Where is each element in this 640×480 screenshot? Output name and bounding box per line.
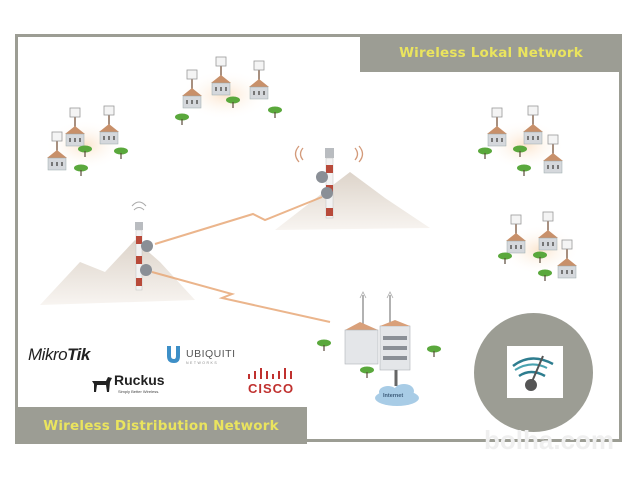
internet-cloud-icon — [375, 384, 419, 406]
tower-center — [294, 145, 364, 219]
wireless-link-upper — [154, 196, 323, 245]
tower-left — [131, 201, 153, 291]
ruckus-dog-icon — [92, 377, 112, 392]
mountain-left — [40, 240, 195, 305]
mikrotik-logo-a: Mikro — [28, 345, 68, 364]
ruckus-logo: Ruckus — [114, 372, 165, 388]
banner-title-bottom: Wireless Distribution Network — [43, 417, 279, 434]
house-cluster-top-center — [174, 56, 283, 126]
internet-label: Internet — [383, 393, 404, 399]
house-cluster-right-top — [477, 105, 565, 177]
ruckus-subtitle: Simply Better Wireless. — [118, 389, 160, 394]
watermark: bolha.com — [484, 425, 615, 455]
wifi-speed-gauge-icon — [512, 355, 554, 391]
house-cluster-right-middle — [497, 211, 580, 282]
banner-title-top: Wireless Lokal Network — [399, 45, 583, 61]
ubiquiti-subtitle: NETWORKS — [186, 361, 219, 365]
mikrotik-logo-b: Tik — [67, 345, 90, 364]
mountain-center — [275, 172, 430, 230]
cisco-bars-icon — [248, 368, 292, 379]
house-cluster-top-left — [45, 105, 129, 177]
wireless-link-lower — [151, 271, 331, 323]
ubiquiti-u-icon — [167, 346, 180, 363]
mikrotik-logo: MikroTik — [28, 345, 90, 365]
wireless-distribution-network-banner: Wireless Distribution Network — [15, 407, 307, 444]
cisco-logo: CISCO — [248, 381, 295, 396]
wireless-local-network-banner: Wireless Lokal Network — [360, 34, 622, 72]
ubiquiti-logo: UBIQUITI — [186, 348, 236, 360]
wifi-gauge-tile — [507, 346, 563, 398]
datacenter-buildings — [316, 291, 442, 386]
